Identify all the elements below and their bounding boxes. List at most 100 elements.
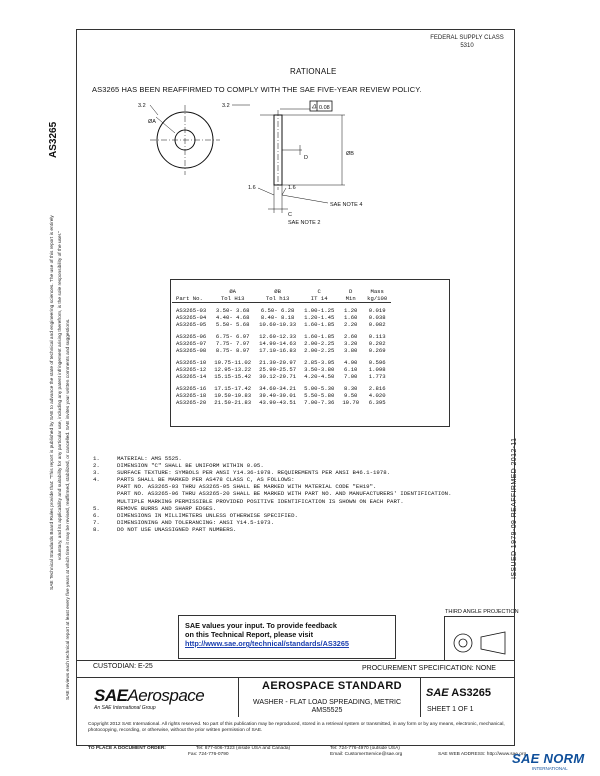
tolerance-frame xyxy=(309,100,333,112)
table-cell: 0.596 xyxy=(368,359,386,366)
feedback-link[interactable]: http://www.sae.org/technical/standards/A… xyxy=(185,639,349,648)
order-contact-left: TO PLACE A DOCUMENT ORDER: Fax: 724-776-… xyxy=(88,746,229,757)
table-cell: 2.20 xyxy=(343,321,358,328)
table-cell: 10.75-11.02 xyxy=(214,359,252,366)
title-divider-left xyxy=(238,677,239,717)
note-number: 7. xyxy=(93,518,100,526)
rationale-text: AS3265 HAS BEEN REAFFIRMED TO COMPLY WIT… xyxy=(92,85,422,94)
side-document-code: AS3265 xyxy=(48,122,59,158)
table-cell: AS3265-12 xyxy=(176,366,207,373)
note-item: 3. SURFACE TEXTURE: SYMBOLS PER ANSI Y14.… xyxy=(93,469,451,476)
table-cell: 0.082 xyxy=(368,321,386,328)
contact-fax: Fax: 724-776-0790 xyxy=(188,751,229,757)
table-cell: 10.70 xyxy=(342,399,360,406)
left-margin-line-1: SAE Technical Standards Board Rules prov… xyxy=(50,215,55,590)
table-cell: AS3265-20 xyxy=(176,399,207,406)
note-item: 4.PARTS SHALL BE MARKED PER AS478 CLASS … xyxy=(93,476,451,483)
table-cell: 5.50- 5.68 xyxy=(215,321,250,328)
table-cell: 4.20-4.50 xyxy=(304,373,335,380)
table-cell: 43.90-43.51 xyxy=(259,399,297,406)
note-text: SURFACE TEXTURE: SYMBOLS PER ANSI Y14.36… xyxy=(117,469,391,477)
leader-left xyxy=(149,104,159,116)
note-item: 8. DO NOT USE UNASSIGNED PART NUMBERS. xyxy=(93,526,451,533)
note-number: 3. xyxy=(93,469,100,477)
table-cell: 3.50- 3.68 xyxy=(215,307,250,314)
leader-A xyxy=(155,116,176,134)
table-cell: AS3265-10 xyxy=(176,359,207,366)
title-block xyxy=(76,677,515,717)
table-cell: 6.395 xyxy=(368,399,386,406)
fedreg-line1: FEDERAL SUPPLY CLASS xyxy=(430,35,504,41)
note-text: DIMENSIONING AND TOLERANCING: ANSI Y14.5… xyxy=(117,518,275,526)
table-cell: 0.202 xyxy=(368,340,386,347)
table-cell: 2.00-2.25 xyxy=(304,347,335,354)
table-cell: AS3265-14 xyxy=(176,373,207,380)
document-number: SAE AS3265 xyxy=(426,687,491,699)
table-cell: 15.15-15.42 xyxy=(214,373,252,380)
note-text: MATERIAL: AMS 5525. xyxy=(117,455,182,462)
contact-email[interactable]: Email: CustomerService@sae.org xyxy=(330,751,403,757)
table-cell: AS3265-06 xyxy=(176,333,207,340)
parts-table-border xyxy=(170,279,450,427)
table-cell: 1.60 xyxy=(343,314,358,321)
table-cell: 4.90 xyxy=(343,359,358,366)
order-label: TO PLACE A DOCUMENT ORDER: xyxy=(88,746,166,751)
table-cell: 12.60-12.33 xyxy=(259,333,297,340)
title-line2: AMS5525 xyxy=(311,707,343,714)
table-cell: 8.75- 8.97 xyxy=(215,347,250,354)
contact-web[interactable]: SAE WEB ADDRESS: http://www.sae.org xyxy=(438,752,527,757)
table-cell: 17.10-16.83 xyxy=(259,347,297,354)
table-cell: 4.40- 4.68 xyxy=(215,314,250,321)
title-divider-right xyxy=(420,677,421,717)
label-A: ØA xyxy=(148,119,156,125)
header-part-no: Part No. xyxy=(172,280,211,303)
table-cell: 3.80 xyxy=(343,347,358,354)
leader-bottom-right xyxy=(281,187,287,196)
note-number: 8. xyxy=(93,525,100,533)
note-text: DIMENSION "C" SHALL BE UNIFORM WITHIN 0.… xyxy=(117,462,264,470)
table-cell: 6.50- 6.28 xyxy=(260,307,295,314)
label-C: C xyxy=(288,212,292,218)
table-cell: 25.90-25.57 xyxy=(259,366,297,373)
table-cell: 14.90-14.63 xyxy=(259,340,297,347)
table-cell: 17.15-17.42 xyxy=(214,385,252,392)
contact-tel2: Tel: 724-776-4970 (outside USA) xyxy=(330,746,400,751)
table-cell: 0.019 xyxy=(368,307,386,314)
table-cell: 1.098 xyxy=(368,366,386,373)
table-cell: 39.40-39.01 xyxy=(259,392,297,399)
sae-note-2: SAE NOTE 2 xyxy=(288,220,320,226)
table-cell: 3.50-3.80 xyxy=(304,366,335,373)
notes-list: 1.MATERIAL: AMS 5525.2.DIMENSION "C" SHA… xyxy=(93,455,451,533)
table-cell: 7.00-7.36 xyxy=(304,399,335,406)
leader-bottom-left xyxy=(257,187,275,196)
federal-supply-class: FEDERAL SUPPLY CLASS 5310 xyxy=(426,34,508,50)
table-cell: AS3265-16 xyxy=(176,385,207,392)
logo-aerospace: Aerospace xyxy=(127,686,205,705)
table-cell: 2.85-3.05 xyxy=(304,359,335,366)
table-cell: 10.60-10.33 xyxy=(259,321,297,328)
table-cell: 0.038 xyxy=(368,314,386,321)
dim-bottom-left: 1.6 xyxy=(248,185,256,191)
table-cell: 12.95-13.22 xyxy=(214,366,252,373)
note-text: DO NOT USE UNASSIGNED PART NUMBERS. xyxy=(117,525,237,533)
table-cell: 9.50 xyxy=(343,392,358,399)
doc-number-text: AS3265 xyxy=(451,687,492,699)
table-cell: 2.00-2.25 xyxy=(304,340,335,347)
note-text: PART NO. AS3265-03 THRU AS3265-05 SHALL … xyxy=(117,483,377,491)
table-cell: AS3265-05 xyxy=(176,321,207,328)
table-cell: AS3265-07 xyxy=(176,340,207,347)
rationale-heading: RATIONALE xyxy=(290,67,337,76)
table-cell: 0.269 xyxy=(368,347,386,354)
dim-right: 3.2 xyxy=(222,103,230,109)
title-line1: WASHER - FLAT LOAD SPREADING, METRIC xyxy=(252,699,402,706)
note-item: PART NO. AS3265-06 THRU AS3265-20 SHALL … xyxy=(93,490,451,497)
label-B: ØB xyxy=(346,151,354,157)
